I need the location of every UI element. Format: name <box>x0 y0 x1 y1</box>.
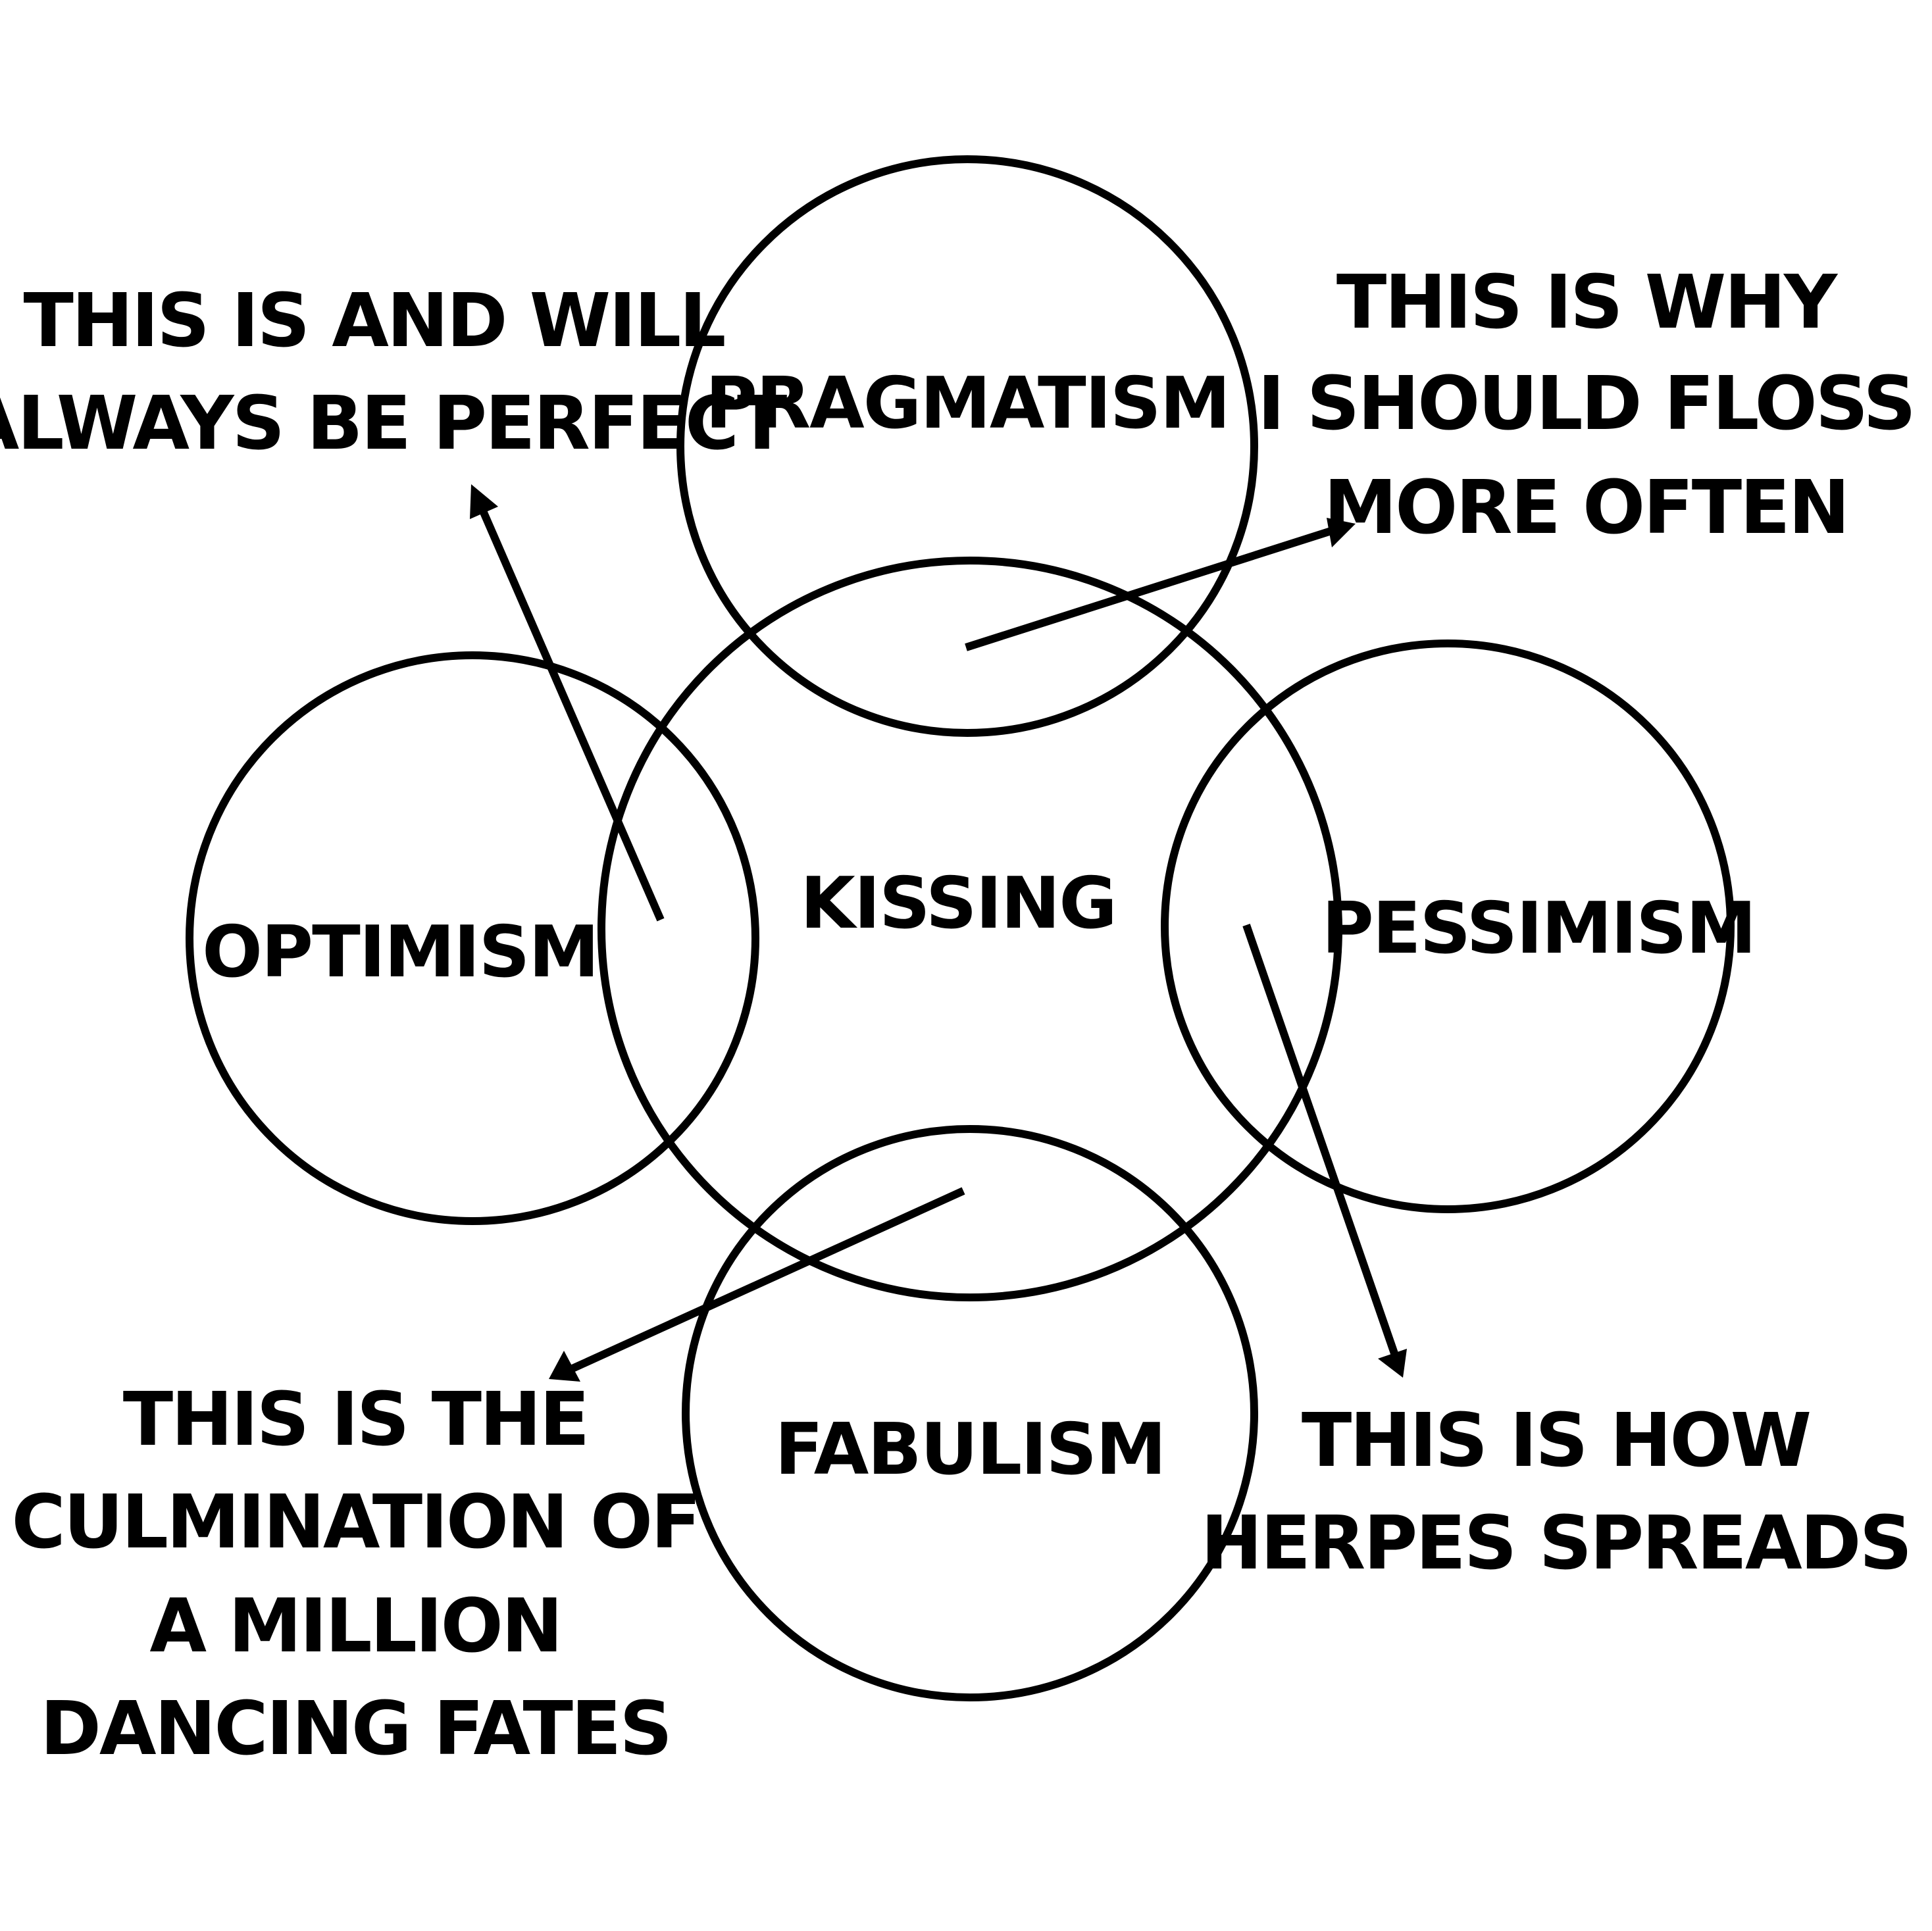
note-line: THIS IS AND WILL <box>23 278 724 364</box>
arrow-line <box>965 526 1335 651</box>
note-line: ALWAYS BE PERFECT <box>0 381 787 466</box>
arrow-to-fates-note <box>549 1187 965 1382</box>
circle-optimism <box>186 651 759 1225</box>
arrow-to-floss-note <box>965 518 1356 651</box>
note-line: THIS IS THE <box>123 1377 588 1463</box>
arrow-head-icon <box>470 484 498 519</box>
note-line: I SHOULD FLOSS <box>1258 361 1914 447</box>
label-optimism: OPTIMISM <box>202 911 598 993</box>
circle-pessimism <box>1161 639 1735 1213</box>
note-line: A MILLION <box>149 1584 561 1669</box>
arrow-head-icon <box>549 1351 580 1382</box>
circle-kissing <box>597 557 1342 1301</box>
note-perfect: THIS IS AND WILL ALWAYS BE PERFECT <box>0 278 789 466</box>
circle-pragmatism <box>676 155 1258 737</box>
label-kissing: KISSING <box>800 863 1116 945</box>
circle-fabulism <box>682 1125 1258 1701</box>
note-fates: THIS IS THE CULMINATION OF A MILLION DAN… <box>11 1377 701 1772</box>
arrow-head-icon <box>1378 1349 1407 1378</box>
note-line: MORE OFTEN <box>1324 465 1848 551</box>
note-line: DANCING FATES <box>40 1686 671 1772</box>
note-line: CULMINATION OF <box>11 1480 699 1565</box>
arrow-to-perfect-note <box>470 484 665 922</box>
arrow-head-icon <box>1327 518 1356 547</box>
arrow-line <box>478 506 665 922</box>
arrow-line <box>571 1187 965 1372</box>
label-fabulism: FABULISM <box>775 1409 1165 1491</box>
note-floss: THIS IS WHY I SHOULD FLOSS MORE OFTEN <box>1258 260 1916 551</box>
note-line: THIS IS HOW <box>1302 1398 1810 1484</box>
arrow-to-herpes-note <box>1242 924 1407 1378</box>
note-line: HERPES SPREADS <box>1201 1501 1911 1586</box>
note-line: THIS IS WHY <box>1336 260 1839 345</box>
label-pessimism: PESSIMISM <box>1322 888 1756 970</box>
label-pragmatism: PRAGMATISM <box>705 363 1229 445</box>
note-herpes: THIS IS HOW HERPES SPREADS <box>1201 1398 1913 1586</box>
arrow-line <box>1242 924 1399 1357</box>
